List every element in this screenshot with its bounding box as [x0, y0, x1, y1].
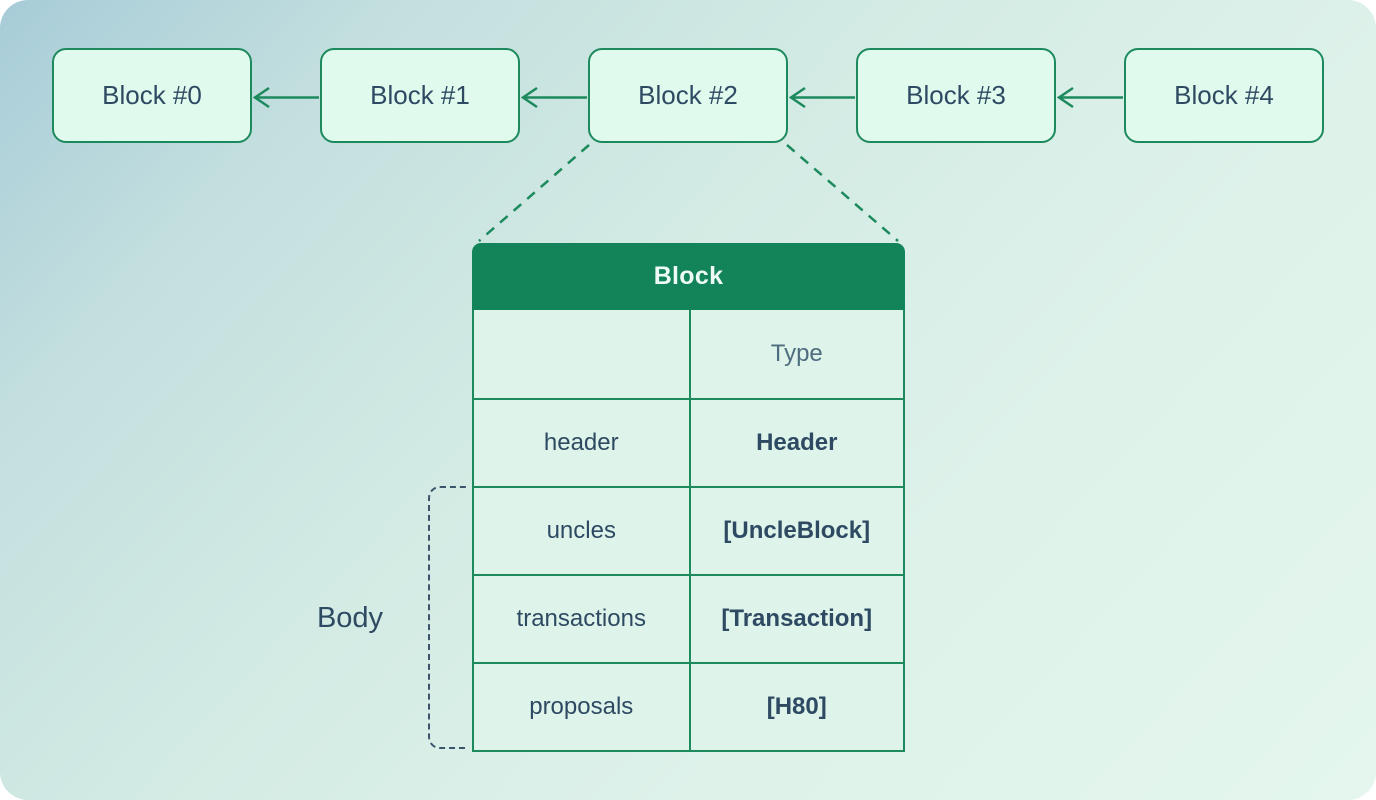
- table-row-uncles: uncles [UncleBlock]: [474, 486, 903, 574]
- chain-block-0-label: Block #0: [102, 80, 202, 110]
- field-name-header: header: [543, 429, 619, 456]
- table-row-header: header Header: [474, 398, 903, 486]
- field-name-proposals: proposals: [529, 693, 634, 720]
- field-type-transactions: [Transaction]: [688, 576, 904, 662]
- chain-block-1: Block #1: [320, 48, 520, 143]
- field-type-proposals: [H80]: [688, 664, 904, 750]
- expansion-line-left: [478, 144, 590, 242]
- field-type-uncles: [UncleBlock]: [688, 488, 904, 574]
- column-header-type: Type: [688, 310, 904, 398]
- chain-block-4-label: Block #4: [1174, 80, 1274, 110]
- chain-block-4: Block #4: [1124, 48, 1324, 143]
- body-group-label: Body: [316, 602, 384, 634]
- field-name-transactions: transactions: [516, 605, 646, 632]
- chain-block-1-label: Block #1: [370, 80, 470, 110]
- chain-block-3-label: Block #3: [906, 80, 1006, 110]
- table-row-transactions: transactions [Transaction]: [474, 574, 903, 662]
- arrow-block3-to-block2: [788, 86, 855, 109]
- chain-block-3: Block #3: [856, 48, 1056, 143]
- field-name-uncles: uncles: [546, 517, 616, 544]
- table-row-proposals: proposals [H80]: [474, 662, 903, 750]
- block-detail-title-label: Block: [653, 262, 724, 290]
- chain-block-0: Block #0: [52, 48, 252, 143]
- block-detail-title: Block: [472, 243, 905, 310]
- body-group-bracket: [428, 486, 466, 749]
- arrow-block4-to-block3: [1056, 86, 1123, 109]
- block-detail-body: Type header Header uncles [UncleBlock] t…: [472, 310, 905, 752]
- chain-block-2: Block #2: [588, 48, 788, 143]
- block-detail-table: Block Type header Header uncles [UncleBl…: [472, 243, 905, 752]
- table-row-columns: Type: [474, 310, 903, 398]
- column-header-field: [474, 310, 689, 398]
- arrow-block2-to-block1: [520, 86, 587, 109]
- chain-block-2-label: Block #2: [638, 80, 738, 110]
- field-type-header: Header: [688, 400, 904, 486]
- expansion-line-right: [786, 144, 899, 242]
- arrow-block1-to-block0: [252, 86, 319, 109]
